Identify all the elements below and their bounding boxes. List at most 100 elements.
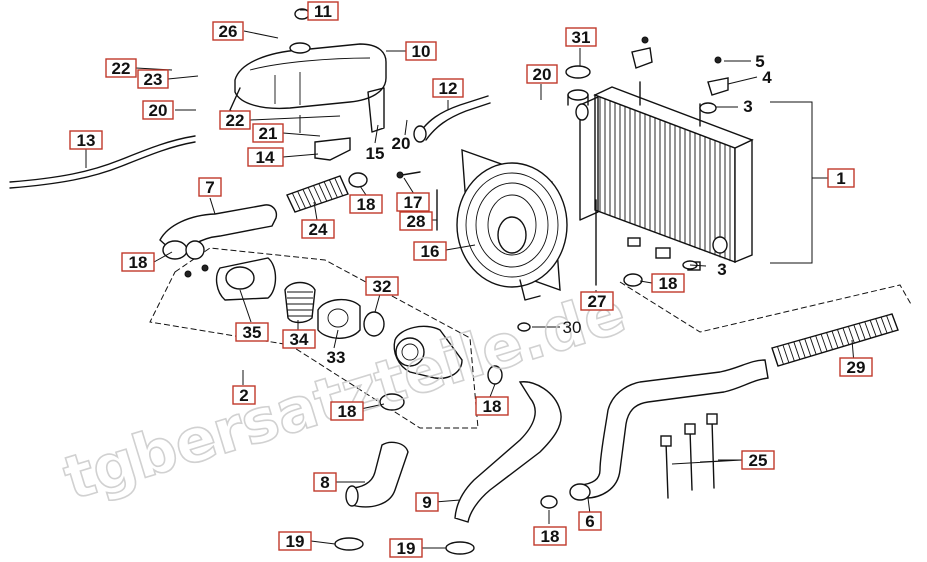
detail-stroke	[771, 347, 779, 367]
callout-19: 19	[278, 531, 312, 551]
detail-stroke	[837, 329, 844, 347]
detail-stroke	[328, 179, 338, 198]
callout-8: 8	[313, 472, 337, 492]
callout-13: 13	[69, 130, 103, 150]
svg-text:18: 18	[659, 274, 678, 293]
detail-stroke	[886, 315, 893, 332]
clamp-18-top	[348, 172, 368, 188]
leader-lines	[85, 9, 855, 549]
callout-22: 22	[105, 58, 137, 78]
detail-stroke	[777, 346, 784, 365]
callout-4: 4	[762, 68, 772, 87]
svg-text:33: 33	[327, 348, 346, 367]
callout-10: 10	[405, 41, 437, 61]
svg-text:32: 32	[373, 277, 392, 296]
svg-text:18: 18	[338, 402, 357, 421]
detail-stroke	[323, 181, 333, 200]
callout-24: 24	[301, 219, 335, 239]
detail-stroke	[334, 177, 344, 196]
svg-text:4: 4	[762, 68, 772, 87]
svg-text:18: 18	[129, 253, 148, 272]
hose-9	[454, 381, 562, 523]
callout-33: 33	[327, 348, 346, 367]
detail-stroke	[307, 187, 317, 205]
detail-stroke	[291, 192, 301, 211]
svg-text:27: 27	[588, 292, 607, 311]
detail-stroke	[809, 337, 817, 355]
callout-labels: 11 26 10 22 23 20 22 21 14 15 20 12 20 3…	[69, 1, 873, 558]
detail-stroke	[820, 333, 828, 352]
thermostat-group	[149, 240, 479, 429]
callout-18: 18	[533, 526, 567, 546]
clamp-18-mid	[379, 365, 503, 411]
callout-2: 2	[232, 385, 256, 405]
callout-25: 25	[741, 450, 775, 470]
callout-21: 21	[252, 123, 284, 143]
bellows-hose-24	[286, 175, 349, 213]
svg-text:3: 3	[743, 97, 752, 116]
callout-23: 23	[137, 69, 169, 89]
radiator-cap	[565, 65, 591, 106]
overflow-hose	[9, 135, 196, 189]
callout-9: 9	[415, 492, 439, 512]
expansion-tank	[229, 8, 387, 119]
clamp-19-left	[334, 537, 364, 551]
callout-20: 20	[526, 64, 558, 84]
callout-16: 16	[413, 241, 447, 261]
detail-stroke	[339, 175, 349, 195]
svg-text:34: 34	[290, 330, 309, 349]
callout-3: 3	[743, 97, 752, 116]
svg-text:31: 31	[572, 28, 591, 47]
svg-text:30: 30	[563, 318, 582, 337]
svg-text:29: 29	[847, 358, 866, 377]
detail-stroke	[869, 320, 877, 337]
callout-11: 11	[307, 1, 339, 21]
svg-text:23: 23	[144, 70, 163, 89]
detail-stroke	[864, 321, 872, 339]
cable-ties	[660, 413, 718, 499]
svg-text:2: 2	[239, 386, 248, 405]
detail-stroke	[853, 324, 861, 342]
svg-text:11: 11	[314, 2, 332, 21]
detail-stroke	[313, 185, 322, 204]
callout-35: 35	[235, 322, 269, 342]
nut-30	[517, 322, 531, 332]
callout-1: 1	[827, 168, 855, 188]
detail-stroke	[793, 341, 801, 360]
upper-hose	[159, 204, 278, 260]
lower-hose	[569, 359, 769, 501]
detail-stroke	[880, 316, 888, 334]
radiator-brackets	[631, 36, 729, 270]
callout-6: 6	[578, 511, 602, 531]
tank-hose	[413, 95, 491, 143]
svg-text:1: 1	[836, 169, 845, 188]
svg-text:3: 3	[717, 260, 726, 279]
radiator	[575, 81, 754, 271]
svg-text:16: 16	[421, 242, 440, 261]
svg-text:8: 8	[320, 473, 329, 492]
svg-text:24: 24	[309, 220, 328, 239]
callout-30: 30	[563, 318, 582, 337]
svg-text:13: 13	[77, 131, 96, 150]
svg-text:20: 20	[149, 101, 168, 120]
callout-26: 26	[212, 21, 244, 41]
callout-12: 12	[432, 78, 464, 98]
detail-stroke	[782, 344, 790, 363]
clamp-19-right	[445, 541, 475, 555]
svg-text:19: 19	[286, 532, 305, 551]
callout-31: 31	[565, 27, 597, 47]
callout-19: 19	[389, 538, 423, 558]
callout-34: 34	[282, 329, 316, 349]
callout-18: 18	[475, 396, 509, 416]
callout-15: 15	[366, 144, 385, 163]
callout-18: 18	[121, 252, 155, 272]
svg-text:26: 26	[219, 22, 238, 41]
svg-text:5: 5	[755, 52, 764, 71]
svg-text:28: 28	[407, 212, 426, 231]
svg-text:18: 18	[483, 397, 502, 416]
detail-stroke	[826, 332, 833, 350]
callout-18: 18	[349, 194, 383, 214]
detail-stroke	[842, 327, 850, 345]
callout-29: 29	[839, 357, 873, 377]
callout-18: 18	[651, 273, 685, 293]
